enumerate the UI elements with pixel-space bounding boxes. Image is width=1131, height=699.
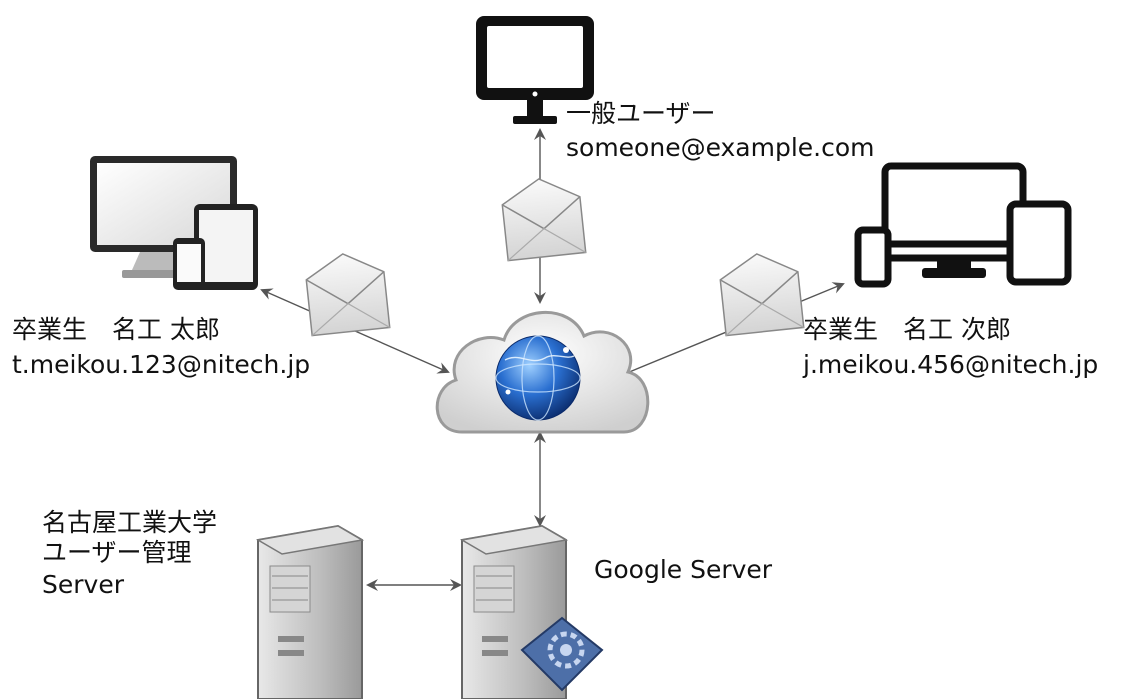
graduate2-email: j.meikou.456@nitech.jp [803, 350, 1099, 379]
general-user-email: someone@example.com [566, 133, 875, 162]
graduate1-name: 卒業生 名工 太郎 [12, 315, 220, 344]
graduate1-email: t.meikou.123@nitech.jp [12, 350, 311, 379]
cloud-globe-icon [435, 311, 650, 434]
responsive-devices-icon [854, 162, 1072, 288]
nitech-server-label-line2: ユーザー管理 [42, 538, 192, 567]
multi-device-icon [90, 156, 258, 290]
desktop-monitor-icon [476, 16, 594, 124]
graduate2-name: 卒業生 名工 次郎 [803, 315, 1011, 344]
envelope-icon [305, 253, 391, 337]
google-apps-badge-icon [520, 616, 604, 692]
envelope-icon [501, 178, 587, 262]
nitech-server-label-line1: 名古屋工業大学 [42, 508, 218, 537]
server-tower-icon [255, 524, 365, 699]
google-server-label: Google Server [594, 555, 773, 584]
envelope-icon [719, 253, 805, 337]
nitech-server-label-line3: Server [42, 570, 124, 599]
general-user-name: 一般ユーザー [566, 99, 716, 128]
